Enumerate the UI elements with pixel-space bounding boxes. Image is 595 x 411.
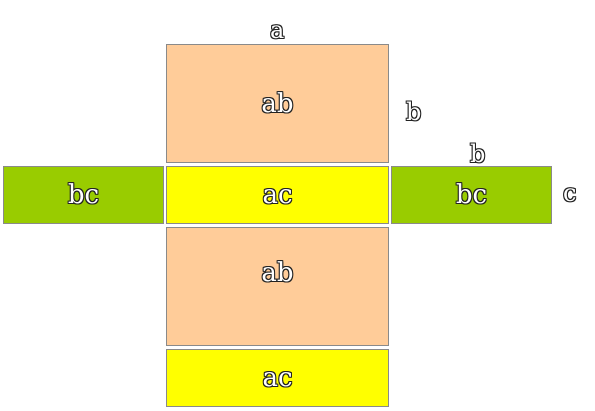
- face-label-ac: ac: [262, 363, 293, 393]
- face-label-ab: ab: [261, 88, 294, 119]
- face-bottom-ab: ab: [166, 227, 389, 346]
- face-label-ab: ab: [261, 258, 294, 288]
- face-label-bc: bc: [67, 180, 100, 210]
- face-bottom-ac: ac: [166, 349, 389, 407]
- face-right-bc: bc: [391, 166, 552, 224]
- dimension-label-c: c: [563, 179, 577, 207]
- face-left-bc: bc: [3, 166, 164, 224]
- dimension-label-b-upper: b: [470, 140, 486, 168]
- face-middle-ac: ac: [166, 166, 389, 224]
- face-label-ac: ac: [262, 180, 293, 210]
- dimension-label-b-right: b: [406, 98, 422, 126]
- dimension-label-a: a: [270, 16, 285, 44]
- face-top-ab: ab: [166, 44, 389, 163]
- face-label-bc: bc: [455, 180, 488, 210]
